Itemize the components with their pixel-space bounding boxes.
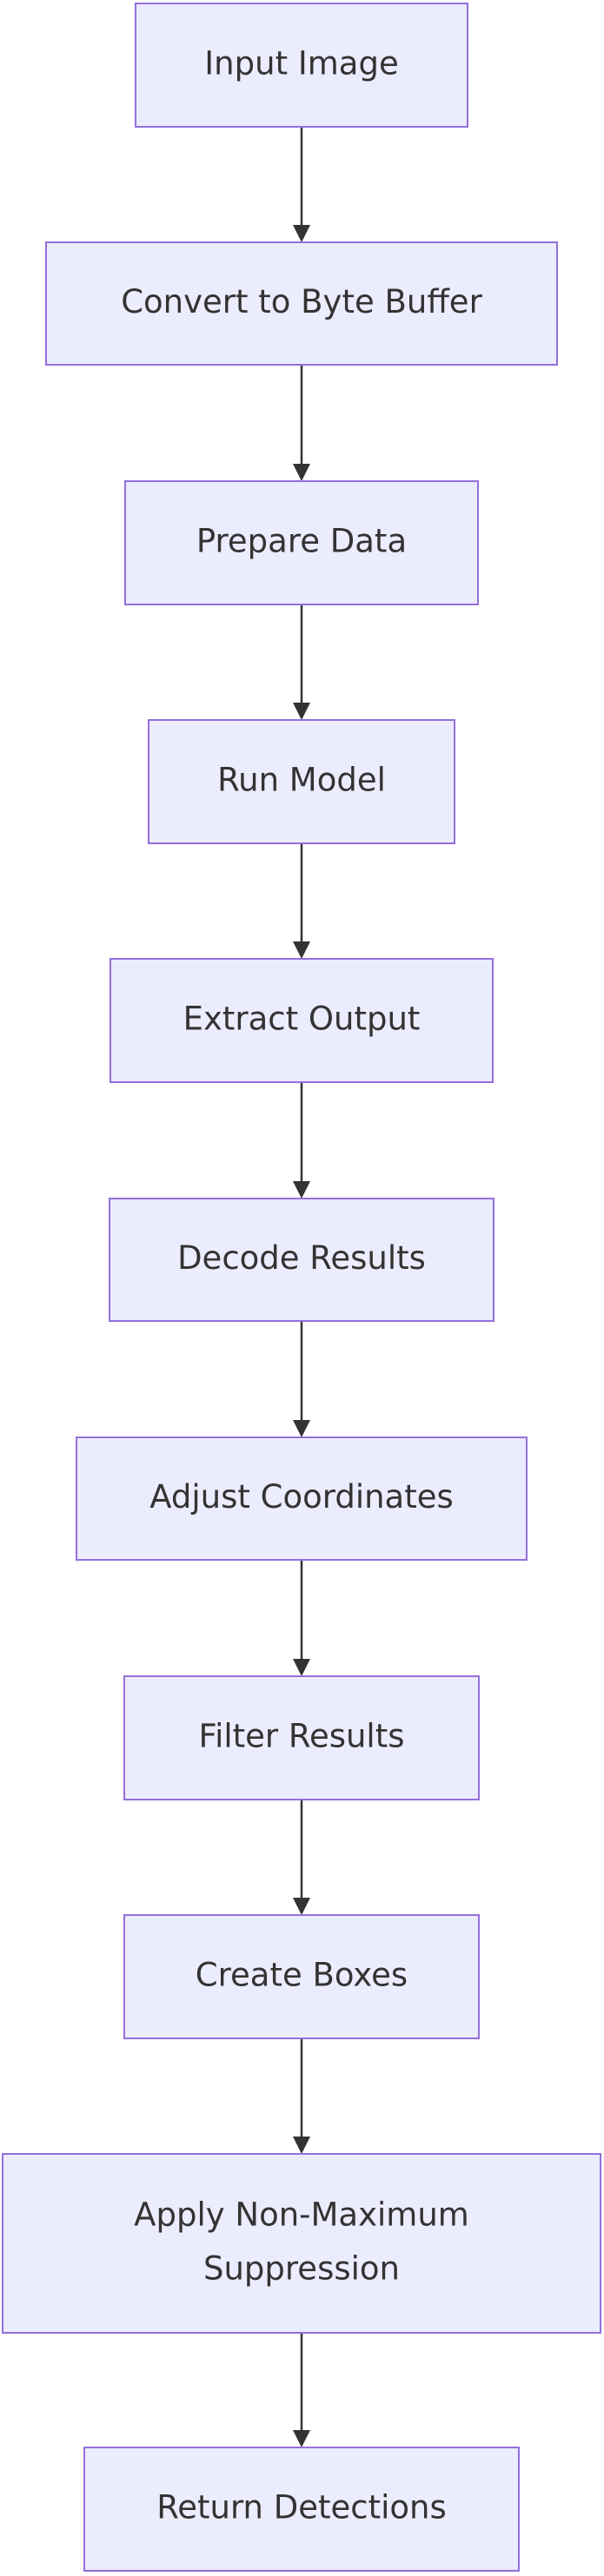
node-box <box>45 241 558 366</box>
edge-arrow <box>293 2038 310 2154</box>
node-extract-output: Extract Output <box>110 958 494 1083</box>
arrowhead-icon <box>293 2137 310 2154</box>
node-filter-results: Filter Results <box>123 1675 480 1800</box>
node-label: Apply Non-Maximum <box>134 2196 469 2234</box>
node-box <box>124 480 479 605</box>
arrowhead-icon <box>293 703 310 720</box>
node-label: Return Detections <box>156 2489 447 2526</box>
node-label: Extract Output <box>183 1001 421 1038</box>
node-box <box>148 719 455 844</box>
edge-arrow <box>293 1082 310 1199</box>
node-label: Run Model <box>217 762 386 799</box>
node-prepare-data: Prepare Data <box>124 480 479 605</box>
arrowhead-icon <box>293 1181 310 1199</box>
node-convert-to-byte-buffer: Convert to Byte Buffer <box>45 241 558 366</box>
edge-arrow <box>293 2333 310 2447</box>
node-create-boxes: Create Boxes <box>123 1914 480 2039</box>
edge-arrow <box>293 127 310 242</box>
arrowhead-icon <box>293 1898 310 1915</box>
node-label: Suppression <box>203 2250 400 2288</box>
node-box <box>135 3 468 128</box>
node-run-model: Run Model <box>148 719 455 844</box>
node-label: Adjust Coordinates <box>149 1478 454 1516</box>
arrowhead-icon <box>293 1659 310 1676</box>
arrowhead-icon <box>293 464 310 481</box>
edge-arrow <box>293 843 310 959</box>
arrowhead-icon <box>293 2430 310 2447</box>
edge-arrow <box>293 604 310 720</box>
node-box <box>83 2447 520 2572</box>
node-label: Input Image <box>204 45 398 83</box>
node-box <box>123 1675 480 1800</box>
node-input-image: Input Image <box>135 3 468 128</box>
node-box <box>123 1914 480 2039</box>
edge-arrow <box>293 1800 310 1915</box>
node-decode-results: Decode Results <box>109 1198 494 1322</box>
node-label: Filter Results <box>199 1718 405 1755</box>
node-label: Create Boxes <box>196 1957 408 1994</box>
edge-arrow <box>293 365 310 481</box>
node-label: Prepare Data <box>196 523 407 560</box>
edge-arrow <box>293 1321 310 1437</box>
edge-arrow <box>293 1560 310 1676</box>
node-return-detections: Return Detections <box>83 2447 520 2572</box>
node-label: Convert to Byte Buffer <box>121 283 482 320</box>
node-box <box>2 2153 601 2334</box>
node-adjust-coordinates: Adjust Coordinates <box>76 1437 528 1561</box>
node-box <box>110 958 494 1083</box>
node-box <box>109 1198 494 1322</box>
arrowhead-icon <box>293 941 310 959</box>
arrowhead-icon <box>293 225 310 242</box>
node-label: Decode Results <box>177 1239 426 1277</box>
node-box <box>76 1437 528 1561</box>
arrowhead-icon <box>293 1420 310 1437</box>
edges-layer <box>293 127 310 2447</box>
